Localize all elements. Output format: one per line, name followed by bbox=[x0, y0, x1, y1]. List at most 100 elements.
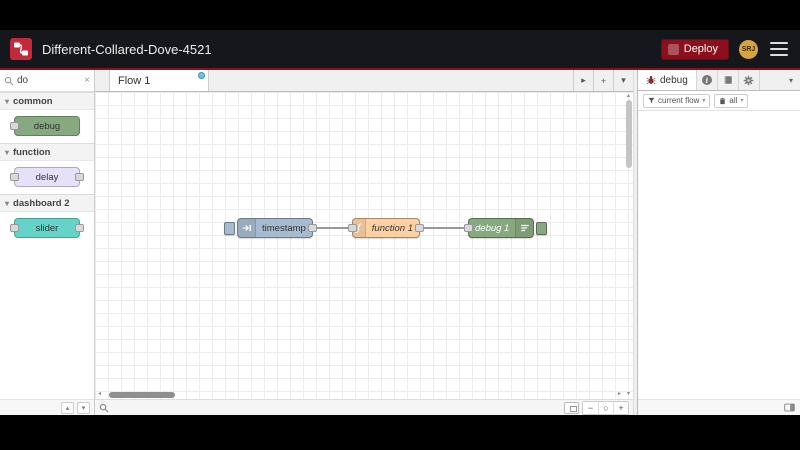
search-icon bbox=[4, 76, 14, 85]
flow-node-debug-1[interactable]: debug 1 bbox=[464, 218, 547, 238]
scroll-down-icon[interactable]: ▾ bbox=[626, 391, 630, 397]
inject-button[interactable] bbox=[224, 222, 235, 235]
node-red-app: Different-Collared-Dove-4521 Deploy SRJ bbox=[0, 30, 800, 415]
deploy-button[interactable]: Deploy bbox=[660, 38, 729, 60]
palette-category-common[interactable]: ▾ common bbox=[0, 92, 94, 110]
expand-sidebar-icon[interactable] bbox=[784, 403, 795, 412]
flow-canvas[interactable]: timestamp ƒ function 1 bbox=[95, 92, 633, 399]
palette-footer: ▴ ▾ bbox=[0, 399, 94, 415]
scroll-up-icon[interactable]: ▴ bbox=[626, 93, 630, 99]
debug-toggle-button[interactable] bbox=[536, 222, 547, 235]
node-output-port[interactable] bbox=[308, 224, 317, 232]
flow-tab-label: Flow 1 bbox=[118, 74, 151, 87]
chevron-down-icon: ▾ bbox=[5, 147, 10, 157]
palette-search: × bbox=[0, 70, 94, 92]
collapse-categories-icon[interactable]: ▴ bbox=[61, 401, 74, 414]
node-palette: × ▾ common debug ▾ function bbox=[0, 70, 95, 415]
hamburger-menu-icon[interactable] bbox=[768, 40, 790, 58]
zoom-in-button[interactable]: + bbox=[613, 401, 628, 414]
sidebar-splitter[interactable] bbox=[633, 70, 638, 415]
minimap-toggle-icon[interactable] bbox=[564, 401, 579, 414]
deploy-label: Deploy bbox=[683, 43, 718, 55]
tab-scroll-right-icon[interactable]: ▸ bbox=[573, 70, 593, 91]
chevron-down-icon: ▾ bbox=[5, 96, 10, 106]
wires-layer bbox=[317, 227, 465, 229]
flow-node-function-1[interactable]: ƒ function 1 bbox=[348, 218, 424, 238]
palette-node-delay[interactable]: delay bbox=[10, 167, 84, 187]
node-input-port[interactable] bbox=[10, 122, 19, 130]
vertical-scroll-thumb[interactable] bbox=[626, 100, 632, 168]
workspace: Flow 1 ▸ + ▾ bbox=[95, 70, 633, 415]
zoom-controls: − ○ + bbox=[582, 400, 629, 415]
funnel-icon bbox=[648, 97, 655, 104]
palette-category-function[interactable]: ▾ function bbox=[0, 143, 94, 161]
chevron-down-icon: ▾ bbox=[740, 98, 744, 104]
clear-search-icon[interactable]: × bbox=[84, 75, 90, 86]
filter-all-label: all bbox=[729, 96, 738, 105]
chevron-down-icon: ▾ bbox=[5, 198, 10, 208]
chevron-down-icon: ▾ bbox=[702, 98, 706, 104]
debug-message-list bbox=[638, 111, 800, 399]
sidebar-tabs-menu-icon[interactable]: ▾ bbox=[788, 75, 793, 85]
node-input-port[interactable] bbox=[10, 224, 19, 232]
canvas-footer: − ○ + bbox=[95, 399, 633, 415]
zoom-out-button[interactable]: − bbox=[583, 401, 598, 414]
deploy-icon bbox=[667, 43, 679, 55]
tab-config[interactable] bbox=[739, 70, 760, 90]
vertical-scrollbar[interactable]: ▴ ▾ bbox=[624, 92, 633, 399]
flow-list-icon[interactable]: ▾ bbox=[613, 70, 633, 91]
inject-icon bbox=[238, 219, 256, 237]
node-input-port[interactable] bbox=[10, 173, 19, 181]
node-input-port[interactable] bbox=[348, 224, 357, 232]
palette-node-slider[interactable]: slider bbox=[10, 218, 84, 238]
filter-flow-label: current flow bbox=[658, 96, 700, 105]
debug-filter-button[interactable]: current flow ▾ bbox=[643, 93, 711, 108]
tab-debug[interactable]: debug bbox=[638, 70, 697, 90]
book-icon bbox=[724, 76, 732, 84]
debug-tab-label: debug bbox=[660, 74, 688, 86]
debug-list-icon bbox=[515, 219, 533, 237]
sidebar-footer bbox=[638, 399, 800, 415]
node-output-port[interactable] bbox=[75, 224, 84, 232]
palette-node-label: debug bbox=[33, 120, 61, 132]
zoom-reset-button[interactable]: ○ bbox=[598, 401, 613, 414]
palette-node-debug[interactable]: debug bbox=[10, 116, 80, 136]
node-output-port[interactable] bbox=[75, 173, 84, 181]
bug-icon bbox=[646, 75, 656, 85]
right-sidebar: debug i bbox=[638, 70, 800, 415]
horizontal-scrollbar[interactable]: ◂ ▸ bbox=[95, 390, 624, 399]
main-area: × ▾ common debug ▾ function bbox=[0, 70, 800, 415]
tab-controls: ▸ + ▾ bbox=[573, 70, 633, 91]
scroll-right-icon[interactable]: ▸ bbox=[617, 391, 621, 397]
add-flow-button[interactable]: + bbox=[593, 70, 613, 91]
tab-help[interactable] bbox=[718, 70, 739, 90]
palette-category-dashboard2[interactable]: ▾ dashboard 2 bbox=[0, 194, 94, 212]
category-label: dashboard 2 bbox=[13, 197, 70, 209]
node-input-port[interactable] bbox=[464, 224, 473, 232]
user-avatar[interactable]: SRJ bbox=[739, 39, 758, 59]
tab-flow-1[interactable]: Flow 1 bbox=[109, 70, 209, 91]
tab-info[interactable]: i bbox=[697, 70, 718, 90]
node-output-port[interactable] bbox=[415, 224, 424, 232]
unsaved-indicator bbox=[198, 72, 205, 79]
palette-search-input[interactable] bbox=[17, 75, 82, 86]
info-icon: i bbox=[701, 75, 712, 85]
page-title: Different-Collared-Dove-4521 bbox=[42, 41, 212, 57]
debug-clear-button[interactable]: all ▾ bbox=[714, 93, 749, 108]
category-label: common bbox=[13, 95, 53, 107]
palette-node-label: slider bbox=[35, 222, 59, 234]
canvas-search-icon[interactable] bbox=[99, 403, 109, 413]
flow-node-timestamp[interactable]: timestamp bbox=[224, 218, 317, 238]
debug-toolbar: current flow ▾ all ▾ bbox=[638, 91, 800, 111]
node-red-logo bbox=[10, 38, 32, 60]
palette-category-dashboard2-body: slider bbox=[0, 212, 94, 245]
node-label: function 1 bbox=[371, 222, 413, 234]
palette-category-function-body: delay bbox=[0, 161, 94, 194]
scroll-left-icon[interactable]: ◂ bbox=[97, 391, 101, 397]
node-label: debug 1 bbox=[475, 222, 510, 234]
horizontal-scroll-thumb[interactable] bbox=[109, 392, 175, 398]
gear-icon bbox=[744, 75, 754, 85]
category-label: function bbox=[13, 146, 51, 158]
expand-categories-icon[interactable]: ▾ bbox=[77, 401, 90, 414]
